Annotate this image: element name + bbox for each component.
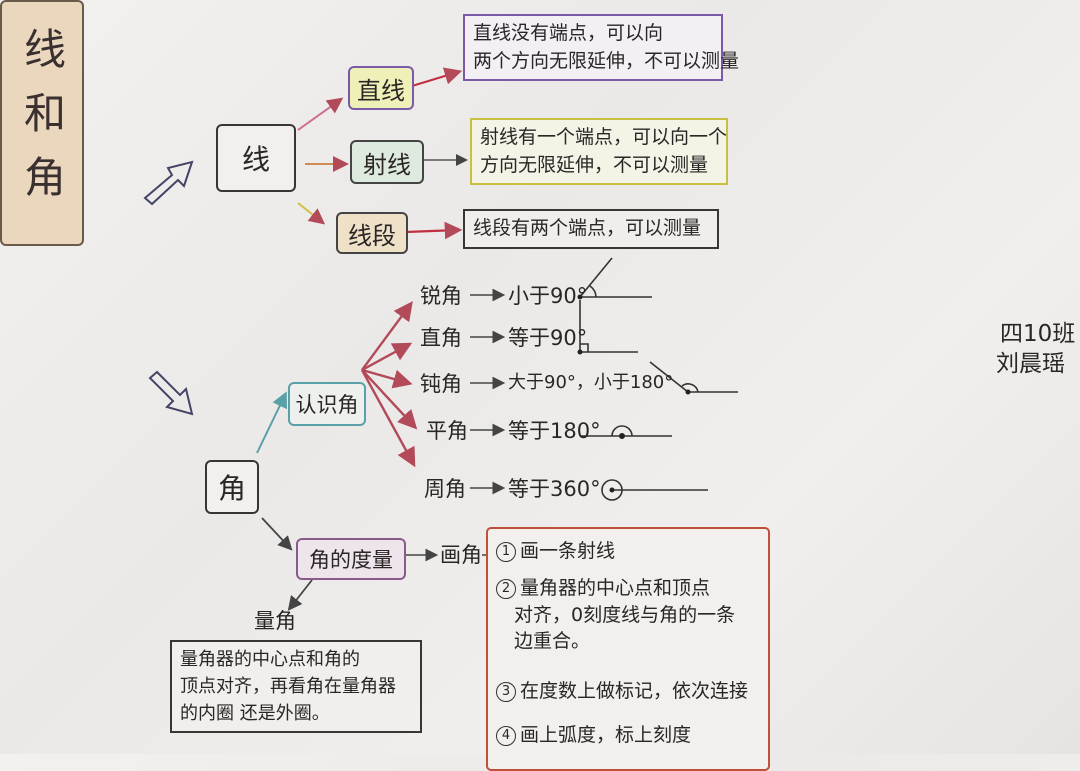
type-full-label: 周角 (424, 477, 466, 501)
type-acute-label: 锐角 (420, 284, 462, 308)
gauge-line2: 顶点对齐，再看角在量角器 (180, 676, 396, 697)
title-to-line-arrow (143, 160, 194, 206)
step-4-line1: 画上弧度，标上刻度 (520, 724, 692, 746)
type-straight-label: 平角 (426, 419, 468, 443)
step-2-line1: 量角器的中心点和顶点 (520, 577, 711, 599)
draw-steps-box (486, 527, 770, 771)
type-full-rel: 等于360° (508, 477, 601, 501)
def-zhixian-line1: 直线没有端点，可以向 (473, 22, 664, 44)
step-3-num: 3 (496, 682, 516, 702)
node-shexian: 射线 (350, 140, 424, 184)
title-to-angle-arrow (148, 370, 194, 416)
connector-lines (143, 67, 738, 611)
def-shexian-line1: 射线有一个端点，可以向一个 (480, 126, 728, 148)
type-obtuse-rel: 大于90°，小于180° (508, 372, 674, 393)
main-title: 线和角 (17, 27, 67, 219)
node-xianduan-label: 线段 (348, 221, 396, 250)
def-shexian: 射线有一个端点，可以向一个 方向无限延伸，不可以测量 (470, 118, 728, 186)
main-title-box: 线和角 (0, 0, 84, 246)
def-zhixian-line2: 两个方向无限延伸，不可以测量 (473, 49, 740, 72)
author-class: 四10班 (1000, 321, 1076, 347)
def-xianduan: 线段有两个端点，可以测量 (463, 209, 719, 249)
step-2-num: 2 (496, 579, 516, 599)
step-1-line1: 画一条射线 (520, 540, 616, 562)
node-zhixian-label: 直线 (357, 76, 405, 105)
node-angle: 角 (205, 460, 259, 514)
node-know-angle: 认识角 (288, 382, 366, 426)
def-zhixian: 直线没有端点，可以向 两个方向无限延伸，不可以测量 (463, 14, 740, 82)
author-name: 刘晨瑶 (996, 351, 1065, 377)
type-obtuse-label: 钝角 (420, 372, 462, 396)
node-measure: 角的度量 (296, 538, 406, 580)
node-xianduan: 线段 (336, 212, 408, 254)
node-shexian-label: 射线 (363, 150, 411, 179)
gauge-line3: 的内圈 还是外圈。 (180, 703, 330, 724)
gauge-angle-label: 量角 (254, 609, 296, 633)
step-2-line3: 边重合。 (514, 630, 591, 653)
node-measure-label: 角的度量 (309, 548, 393, 572)
type-acute-rel: 小于90° (508, 284, 588, 308)
node-line-label: 线 (241, 143, 270, 176)
gauge-desc-box: 量角器的中心点和角的 顶点对齐，再看角在量角器 的内圈 还是外圈。 (170, 640, 422, 733)
step-2-line2: 对齐，0刻度线与角的一条 (514, 603, 736, 626)
node-know-angle-label: 认识角 (295, 393, 359, 417)
type-right-rel: 等于90° (508, 326, 588, 350)
type-straight-rel: 等于180° (508, 419, 601, 443)
step-3-line1: 在度数上做标记，依次连接 (520, 680, 749, 702)
node-line: 线 (216, 124, 296, 192)
step-1-num: 1 (496, 542, 516, 562)
draw-angle-label: 画角 (440, 543, 482, 567)
type-right-label: 直角 (420, 326, 462, 350)
def-xianduan-line1: 线段有两个端点，可以测量 (473, 217, 702, 239)
node-zhixian: 直线 (348, 66, 414, 110)
step-4-num: 4 (496, 726, 516, 746)
def-shexian-line2: 方向无限延伸，不可以测量 (480, 153, 709, 176)
gauge-line1: 量角器的中心点和角的 (180, 649, 360, 670)
node-angle-label: 角 (217, 472, 246, 505)
